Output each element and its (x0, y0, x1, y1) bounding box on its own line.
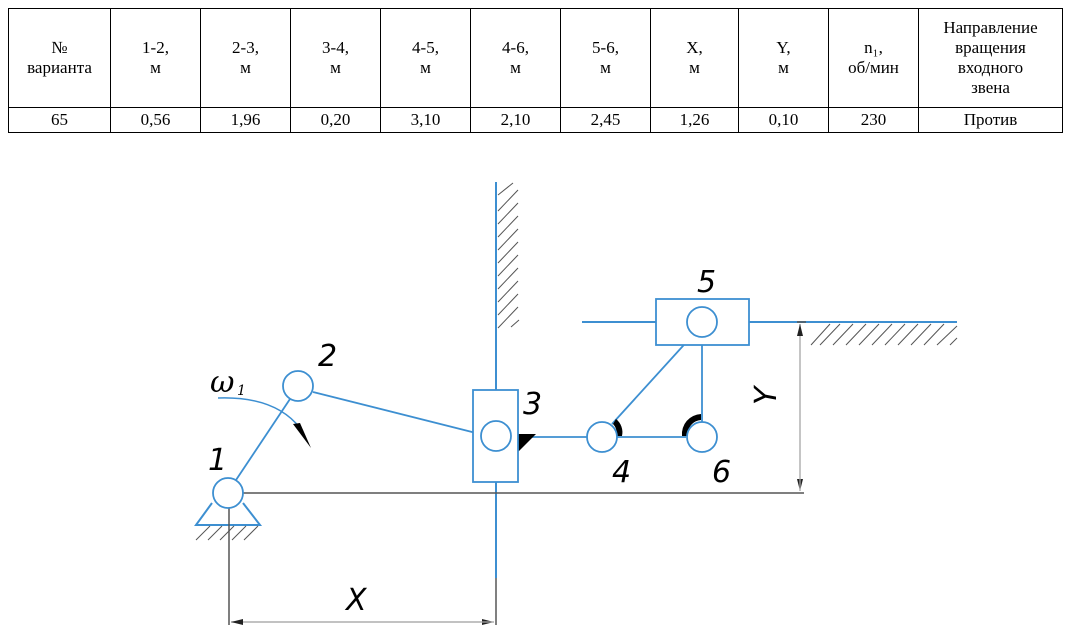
header-x: X,м (650, 8, 739, 108)
cell-3-4: 0,20 (290, 107, 381, 133)
header-3-4: 3-4,м (290, 8, 381, 108)
link-2-3 (312, 391, 481, 435)
cell-4-6: 2,10 (470, 107, 561, 133)
joint-6 (686, 421, 718, 453)
header-5-6: 5-6,м (560, 8, 651, 108)
links (235, 335, 703, 481)
cell-4-5: 3,10 (380, 107, 471, 133)
joint-5 (686, 306, 718, 338)
dimension-x (228, 492, 804, 625)
joint-4 (586, 421, 618, 453)
link-1-2 (235, 398, 291, 481)
cell-5-6: 2,45 (560, 107, 651, 133)
dimension-y (797, 321, 806, 491)
vertical-guide-hatching (497, 182, 520, 329)
header-4-6: 4-6,м (470, 8, 561, 108)
header-2-3: 2-3,м (200, 8, 291, 108)
joint-3 (480, 420, 512, 452)
cell-y: 0,10 (738, 107, 829, 133)
joint-label-5: 5 (697, 265, 716, 300)
dimension-label-y: Y (749, 384, 784, 405)
joint-label-1: 1 (208, 443, 227, 478)
weld-mark-6 (681, 414, 701, 436)
joint-label-2: 2 (318, 339, 337, 374)
header-y: Y,м (738, 8, 829, 108)
cell-2-3: 1,96 (200, 107, 291, 133)
link-4-5 (611, 335, 693, 425)
dimension-label-x: X (344, 583, 368, 618)
header-1-2: 1-2,м (110, 8, 201, 108)
weld-mark-4 (613, 419, 623, 436)
weld-marks (518, 334, 702, 452)
cell-direction: Против (918, 107, 1063, 133)
rotation-arrow-icon (217, 397, 311, 448)
weld-mark-3 (518, 434, 536, 452)
omega-label: ω (210, 365, 234, 400)
joints (212, 306, 718, 509)
joint-label-3: 3 (523, 387, 542, 422)
joint-2 (282, 370, 314, 402)
header-4-5: 4-5,м (380, 8, 471, 108)
joint-label-6: 6 (712, 455, 731, 490)
horizontal-guide-hatching (810, 323, 958, 346)
joint-1 (212, 477, 244, 509)
joint-label-4: 4 (612, 455, 631, 490)
header-n1: n₁,об/мин (828, 8, 919, 108)
omega-subscript: 1 (237, 383, 246, 399)
table-row: 65 0,56 1,96 0,20 3,10 2,10 2,45 1,26 0,… (8, 107, 1063, 133)
cell-variant: 65 (8, 107, 111, 133)
ground-support (194, 502, 263, 541)
